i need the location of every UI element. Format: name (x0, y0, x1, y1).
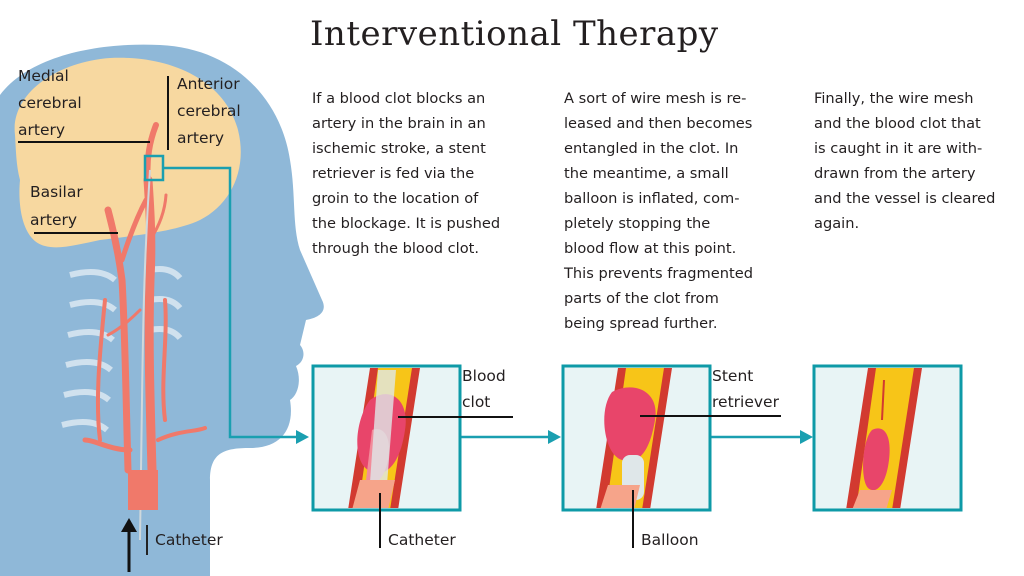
step-2-line: parts of the clot from (564, 290, 719, 307)
connector-arrow-3 (800, 430, 813, 444)
step-2-line: balloon is inflated, com- (564, 190, 740, 207)
step-2-line: A sort of wire mesh is re- (564, 90, 747, 107)
aorta-segment (128, 470, 158, 510)
brain-region (14, 57, 241, 248)
label-line: artery (30, 211, 78, 229)
arteries (82, 122, 207, 475)
step-1-line: groin to the location of (312, 190, 479, 207)
step-2-line: This prevents fragmented (564, 265, 753, 282)
label-line: Basilar (30, 183, 83, 201)
connector-arrow-1 (296, 430, 309, 444)
step-3-line: drawn from the artery (814, 165, 976, 182)
step-2-line: being spread further. (564, 315, 718, 332)
step-1-text: If a blood clot blocks an artery in the … (312, 86, 500, 261)
step-2-line: entangled in the clot. In (564, 140, 739, 157)
panel-2 (561, 364, 712, 512)
label-line: Stent (712, 367, 754, 385)
panel-1 (311, 364, 462, 512)
spine-vertebrae (61, 266, 183, 433)
catheter-arrow-head (121, 518, 137, 532)
balloon-label: Balloon (641, 531, 699, 549)
step-2-text: A sort of wire mesh is re- leased and th… (564, 86, 753, 336)
medial-cerebral-artery-label: Medial cerebral artery (18, 63, 82, 144)
step-3-line: again. (814, 215, 860, 232)
label-line: Medial (18, 67, 69, 85)
step-1-line: If a blood clot blocks an (312, 90, 486, 107)
step-2-line: blood flow at this point. (564, 240, 737, 257)
step-3-line: and the blood clot that (814, 115, 981, 132)
label-line: clot (462, 393, 491, 411)
panel-catheter-label: Catheter (388, 531, 456, 549)
step-1-line: retriever is fed via the (312, 165, 475, 182)
blood-clot-label: Blood clot (462, 363, 506, 415)
step-3-text: Finally, the wire mesh and the blood clo… (814, 86, 995, 236)
step-2-line: pletely stopping the (564, 215, 711, 232)
zoom-connector (163, 166, 300, 439)
label-line: retriever (712, 393, 779, 411)
label-line: artery (177, 129, 225, 147)
panel-3 (812, 364, 963, 512)
step-2-line: the meantime, a small (564, 165, 729, 182)
step-1-line: the blockage. It is pushed (312, 215, 501, 232)
label-line: cerebral (177, 102, 241, 120)
step-1-line: ischemic stroke, a stent (312, 140, 486, 157)
stent-retriever-label: Stent retriever (712, 363, 779, 415)
connector-arrow-2 (548, 430, 561, 444)
step-1-line: through the blood clot. (312, 240, 480, 257)
basilar-artery-label: Basilar artery (30, 178, 83, 234)
step-3-line: is caught in it are with- (814, 140, 983, 157)
step-3-line: and the vessel is cleared (814, 190, 996, 207)
step-2-line: leased and then becomes (564, 115, 753, 132)
step-1-line: artery in the brain in an (312, 115, 486, 132)
label-line: artery (18, 121, 66, 139)
label-line: Blood (462, 367, 506, 385)
head-catheter-label: Catheter (155, 531, 223, 549)
catheter-wire (139, 169, 151, 541)
page-title: Interventional Therapy (310, 14, 719, 54)
label-line: cerebral (18, 94, 82, 112)
anterior-cerebral-artery-label: Anterior cerebral artery (177, 71, 241, 152)
label-line: Anterior (177, 75, 240, 93)
step-3-line: Finally, the wire mesh (814, 90, 974, 107)
